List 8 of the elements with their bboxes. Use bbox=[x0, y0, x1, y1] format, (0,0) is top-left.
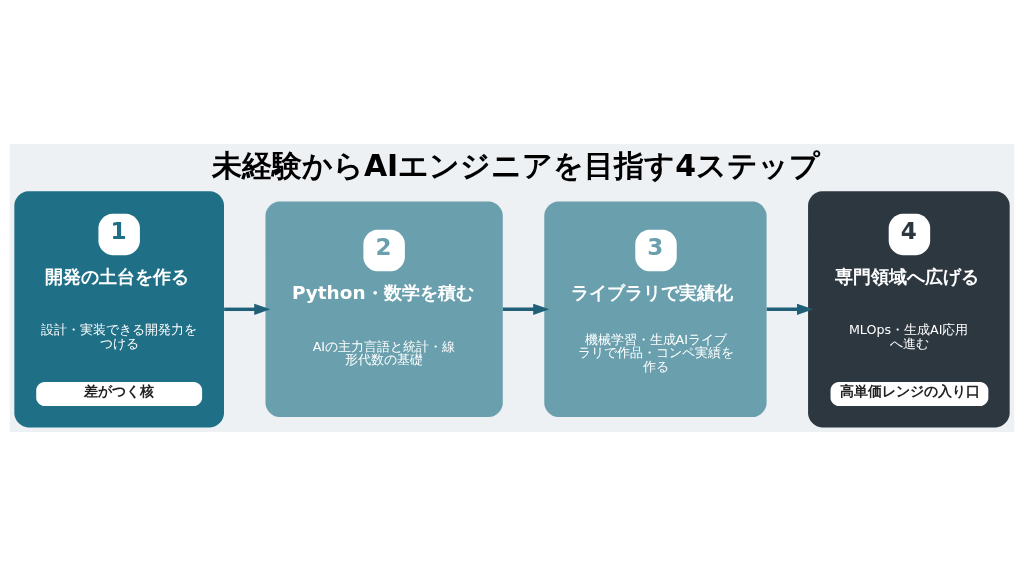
arrow bbox=[502, 303, 550, 315]
node-box: 1 開発の土台を作る 設計・実装できる開発力をつける 差がつく核 bbox=[14, 191, 224, 428]
arrow bbox=[766, 303, 814, 315]
arrow bbox=[224, 303, 271, 315]
node-box: 4 専門領域へ広げる MLOps・生成AI応用へ進む 高単価レンジの入り口 bbox=[808, 191, 1010, 428]
node-box: 2 Python・数学を積む AIの主力言語と統計・線形代数の基礎 bbox=[265, 201, 503, 417]
node-box: 3 ライブラリで実績化 機械学習・生成AIライブラリで作品・コンペ実績を作る bbox=[544, 201, 767, 417]
diagram-title: 未経験からAIエンジニアを目指す4ステップ bbox=[211, 148, 821, 184]
